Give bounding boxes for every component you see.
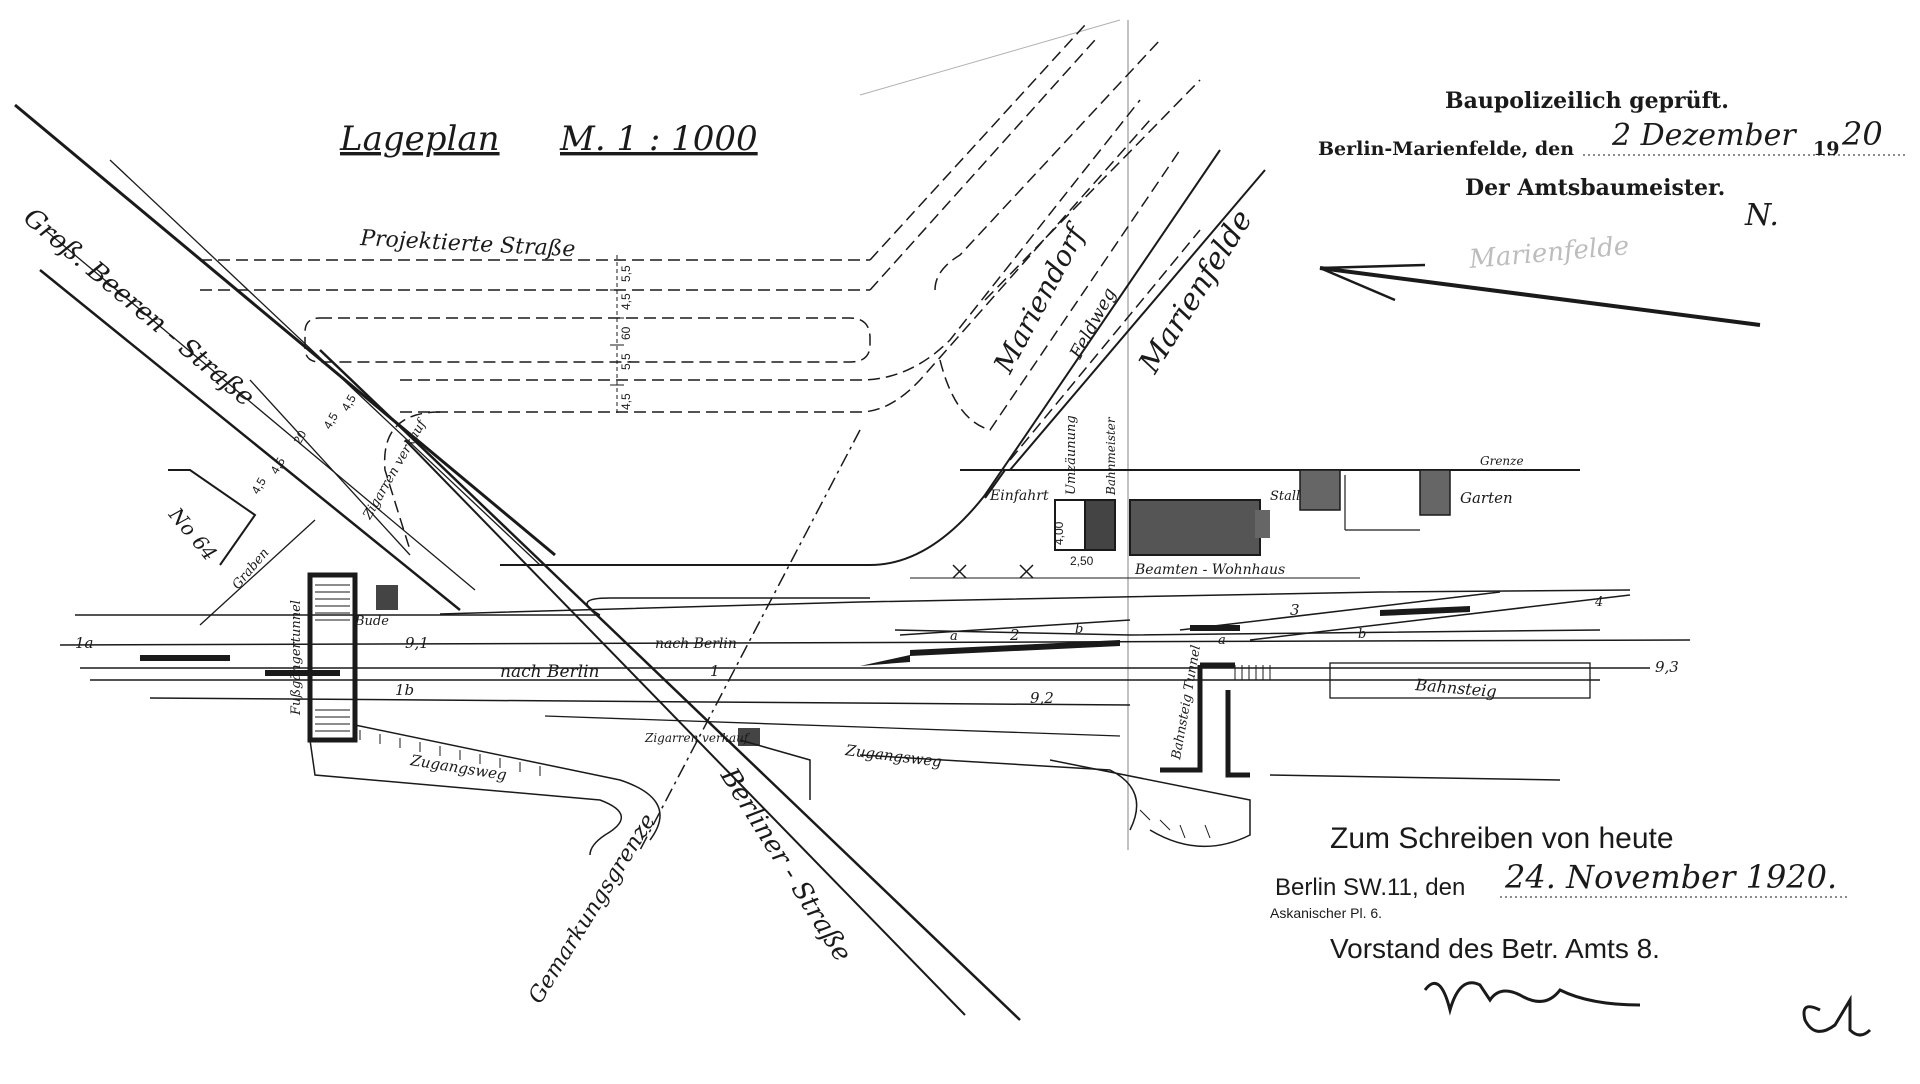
platform-tunnel — [1160, 662, 1271, 778]
km-92: 9,2 — [1030, 689, 1054, 707]
switch-markers — [140, 606, 1470, 676]
stamp-bottom-authority: Vorstand des Betr. Amts 8. — [1330, 933, 1660, 964]
graben-line — [199, 519, 316, 626]
beamten-wohnhaus-building — [1129, 499, 1261, 556]
label-zugangsweg-right: Zugangsweg — [844, 741, 943, 771]
track-b2: b — [1358, 627, 1366, 642]
km-93: 9,3 — [1655, 658, 1679, 676]
label-zigarren-bottom: Zigarren verkauf — [644, 731, 751, 745]
projected-street-network — [200, 24, 1201, 551]
street-label-marienfelde: Marienfelde — [1132, 204, 1260, 380]
label-zugangsweg-left: Zugangsweg — [408, 751, 508, 784]
signature-right — [1802, 994, 1872, 1037]
track-a2: a — [1218, 633, 1226, 648]
plan-scale: M. 1 : 1000 — [559, 119, 758, 159]
stamp-bottom-place: Berlin SW.11, den — [1275, 874, 1465, 901]
label-zigarren-top: Zigarren verkauf — [360, 416, 431, 523]
label-stall: Stall — [1270, 489, 1300, 504]
bahnmeister-building — [1084, 499, 1116, 551]
lot-64-outline — [168, 469, 257, 566]
stamp-top-place: Berlin-Marienfelde, den — [1318, 138, 1574, 160]
label-bude: Bude — [354, 614, 389, 629]
label-umzaeunung: Umzäunung — [1064, 415, 1079, 495]
stamp-top-date: 2 Dezember — [1611, 118, 1797, 153]
bahnsteig-platform — [1329, 662, 1591, 699]
berliner-street — [319, 349, 1021, 1021]
stamp-bottom-date: 24. November 1920. — [1504, 858, 1837, 896]
label-beamten-wohnhaus: Beamten - Wohnhaus — [1134, 562, 1285, 578]
label-no64: No 64 — [164, 502, 222, 565]
label-garten: Garten — [1460, 489, 1513, 507]
railway-tracks — [59, 589, 1691, 737]
dim-v45b: 4,5 — [619, 393, 633, 410]
dim-400: 4,00 — [1052, 521, 1066, 545]
fence-markers — [910, 564, 1360, 579]
label-fussgaengertunnel: Fußgängertunnel — [289, 600, 304, 716]
north-arrow — [1319, 263, 1761, 327]
street-label-projektierte: Projektierte Straße — [359, 226, 576, 262]
stamp-top-authority: Der Amtsbaumeister. — [1465, 175, 1725, 201]
dim-v45a: 4,5 — [619, 293, 633, 310]
garden-shed — [1419, 469, 1451, 516]
km-91: 9,1 — [405, 634, 429, 652]
gemarkungsgrenze-line — [639, 429, 861, 851]
stall-building — [1299, 469, 1341, 511]
dim-20: 20 — [290, 428, 309, 447]
road-curb-lines — [500, 149, 1266, 566]
stamp-top-line1: Baupolizeilich geprüft. — [1445, 88, 1729, 114]
property-boundary — [984, 469, 1580, 531]
street-label-gross-beeren: Groß. Beeren - Straße — [18, 202, 261, 412]
label-nach-berlin-lower: nach Berlin — [500, 662, 599, 682]
fold-line-top — [859, 19, 1121, 96]
stamp-top-faded-signature: Marienfelde — [1467, 231, 1630, 275]
plan-title: Lageplan — [339, 119, 500, 159]
street-label-feldweg: Feldweg — [1065, 284, 1120, 363]
dim-45a: 4,5 — [248, 475, 269, 497]
stamp-bottom-address: Askanischer Pl. 6. — [1270, 905, 1382, 921]
signature-left — [1423, 981, 1641, 1016]
pedestrian-tunnel — [307, 572, 358, 743]
dim-250: 2,50 — [1070, 554, 1094, 568]
street-label-gemarkungsgrenze: Gemarkungsgrenze — [524, 810, 661, 1009]
track-4: 4 — [1594, 595, 1603, 610]
dim-v60: 60 — [619, 326, 633, 340]
ramp-hatching — [359, 730, 1211, 839]
track-3: 3 — [1290, 601, 1300, 619]
gross-beeren-street — [14, 103, 556, 611]
label-grenze: Grenze — [1480, 454, 1524, 468]
label-nach-berlin-upper: nach Berlin — [655, 636, 737, 652]
stamp-top-year-prefix: 19 — [1813, 138, 1839, 160]
stamp-bottom-line1: Zum Schreiben von heute — [1330, 822, 1674, 855]
dim-v55b: 5,5 — [619, 353, 633, 370]
dim-45d: 4,5 — [338, 392, 359, 414]
label-bahnmeister: Bahnmeister — [1104, 416, 1118, 496]
small-shed — [1255, 510, 1270, 538]
track-b1: b — [1075, 622, 1083, 637]
stamp-top-initial: N. — [1744, 198, 1779, 233]
label-einfahrt: Einfahrt — [989, 488, 1049, 504]
label-bahnsteig: Bahnsteig — [1414, 675, 1498, 701]
track-1: 1 — [710, 662, 720, 680]
street-width-dimension — [610, 255, 624, 415]
dim-v55a: 5,5 — [619, 265, 633, 282]
access-paths — [309, 724, 1561, 856]
bude-building — [376, 585, 398, 610]
stamp-top-year-suffix: 20 — [1841, 115, 1883, 153]
track-a1: a — [950, 629, 958, 644]
buildings — [376, 469, 1451, 746]
street-label-berliner: Berliner - Straße — [714, 762, 858, 967]
dim-45c: 4,5 — [320, 410, 341, 432]
track-2: 2 — [1009, 626, 1020, 644]
track-1a: 1a — [75, 634, 94, 652]
label-graben: Graben — [230, 546, 273, 593]
track-1b: 1b — [395, 681, 414, 699]
